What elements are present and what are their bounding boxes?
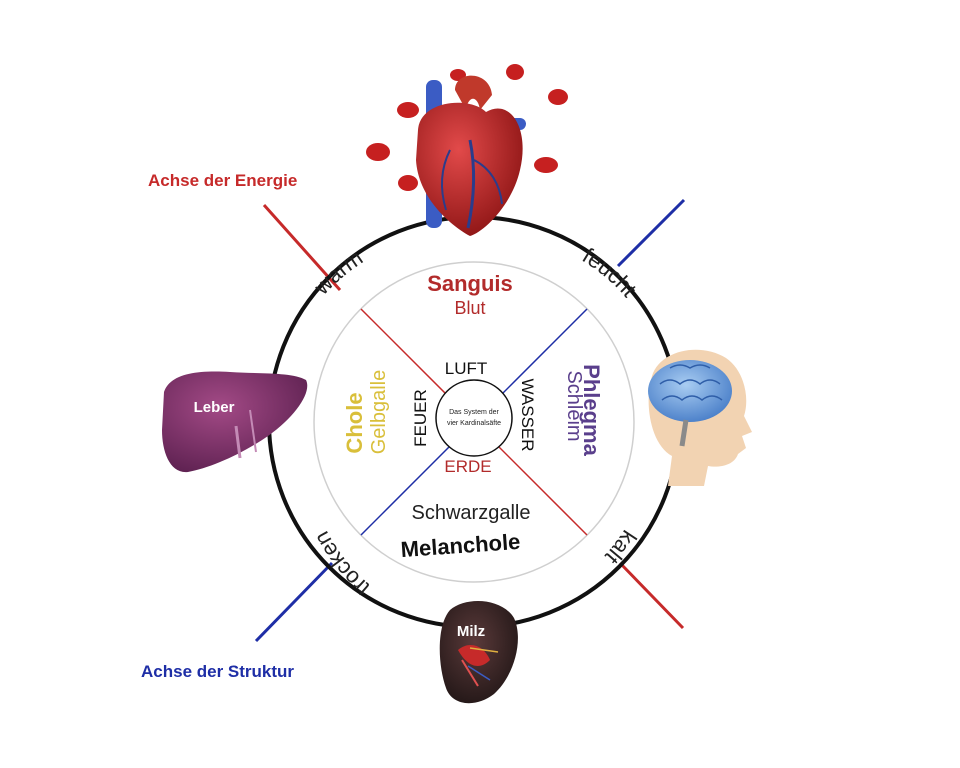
humor-melanchole-name: Melanchole [400, 529, 521, 562]
liver-icon [162, 371, 308, 473]
center-text-line1: Das System der [449, 409, 499, 416]
structure-axis-label: Achse der Struktur [141, 662, 294, 681]
brain-head-icon [648, 349, 752, 486]
inner-ring [313, 261, 635, 583]
energy-axis-lower [618, 561, 685, 630]
structure-axis-lower [254, 561, 334, 643]
humor-sanguis-fluid: Blut [454, 298, 485, 318]
heart-icon [366, 64, 568, 236]
element-wasser: WASSER [518, 378, 537, 451]
spleen-label: Milz [457, 623, 485, 640]
element-feuer: FEUER [411, 389, 430, 447]
humor-chole-fluid: Gelbgalle [368, 370, 390, 455]
spleen-icon [439, 600, 518, 704]
humor-phlegma-name: Phlegma [579, 364, 604, 456]
element-luft: LUFT [445, 359, 488, 378]
center-text-line2: vier Kardinalsäfte [447, 420, 501, 427]
element-erde: ERDE [444, 457, 491, 476]
structure-axis-upper [616, 198, 686, 268]
liver-label: Leber [194, 399, 235, 416]
energy-axis-label: Achse der Energie [148, 171, 297, 190]
humor-melanchole-fluid: Schwarzgalle [412, 502, 531, 524]
energy-axis-upper [262, 204, 342, 291]
humor-phlegma-fluid: Schleim [563, 370, 585, 441]
humor-sanguis-name: Sanguis [427, 271, 513, 296]
humor-chole-name: Chole [342, 392, 367, 453]
center-circle [435, 379, 513, 457]
